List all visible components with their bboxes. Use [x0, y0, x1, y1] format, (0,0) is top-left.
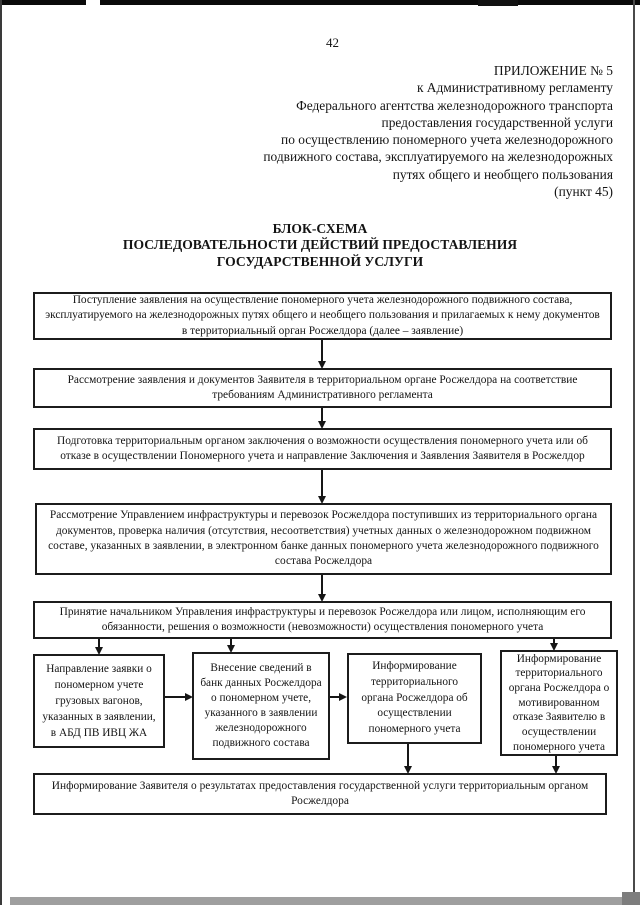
arrow-down-step6d-to-step7 — [551, 756, 560, 774]
scan-artifact-bottom-blob — [622, 892, 640, 905]
arrow-down-step2-to-step3 — [317, 408, 326, 429]
header-line-7: путях общего и необщего пользования — [392, 166, 613, 182]
flow-box-step-6a: Направление заявки о пономерном учете гр… — [33, 654, 165, 748]
scan-artifact-right-edge — [633, 0, 635, 905]
flow-box-step-6b: Внесение сведений в банк данных Росжелдо… — [192, 652, 330, 760]
scan-artifact-top-bar — [0, 0, 640, 5]
scan-artifact-left-edge — [0, 0, 2, 905]
scan-artifact-top-notch — [86, 0, 100, 5]
flow-box-step-5: Принятие начальником Управления инфрастр… — [33, 601, 612, 639]
flow-box-step-1: Поступление заявления на осуществление п… — [33, 292, 612, 340]
title-line-1: БЛОК-СХЕМА — [272, 221, 368, 236]
arrow-down-step1-to-step2 — [317, 340, 326, 369]
header-line-3: Федерального агентства железнодорожного … — [296, 97, 613, 113]
page-title: БЛОК-СХЕМА ПОСЛЕДОВАТЕЛЬНОСТИ ДЕЙСТВИЙ П… — [0, 221, 640, 270]
header-line-1: ПРИЛОЖЕНИЕ № 5 — [493, 63, 613, 78]
arrow-down-step5-to-step6b — [226, 639, 235, 653]
flow-box-step-6c: Информирование территориального органа Р… — [347, 653, 482, 744]
header-line-4: предоставления государственной услуги — [381, 114, 613, 130]
arrow-right-step6b-to-step6c — [330, 692, 347, 701]
arrow-down-step4-to-step5 — [317, 575, 326, 602]
arrow-down-step5-to-step6d — [549, 639, 558, 651]
flow-box-step-7: Информирование Заявителя о результатах п… — [33, 773, 607, 815]
arrow-down-step3-to-step4 — [317, 470, 326, 504]
page-number: 42 — [326, 35, 339, 50]
header-line-8: (пункт 45) — [554, 184, 613, 200]
title-line-2: ПОСЛЕДОВАТЕЛЬНОСТИ ДЕЙСТВИЙ ПРЕДОСТАВЛЕН… — [122, 237, 518, 253]
scan-artifact-top-blob — [478, 0, 518, 6]
header-line-5: по осуществлению пономерного учета желез… — [281, 132, 613, 148]
flow-box-step-4: Рассмотрение Управлением инфраструктуры … — [35, 503, 612, 575]
flow-box-step-2: Рассмотрение заявления и документов Заяв… — [33, 368, 612, 408]
title-line-3: ГОСУДАРСТВЕННОЙ УСЛУГИ — [216, 253, 424, 269]
arrow-right-step6a-to-step6b — [165, 692, 193, 701]
arrow-down-step6c-to-step7 — [403, 744, 412, 774]
arrow-down-step5-to-step6a — [94, 639, 103, 655]
flow-box-step-3: Подготовка территориальным органом заклю… — [33, 428, 612, 470]
header-line-2: к Административному регламенту — [416, 80, 613, 96]
flow-box-step-6d: Информирование территориального органа Р… — [500, 650, 618, 756]
header-line-6: подвижного состава, эксплуатируемого на … — [263, 149, 613, 165]
scan-artifact-bottom-bar — [10, 897, 640, 905]
appendix-header: ПРИЛОЖЕНИЕ № 5 к Административному регла… — [80, 62, 613, 200]
